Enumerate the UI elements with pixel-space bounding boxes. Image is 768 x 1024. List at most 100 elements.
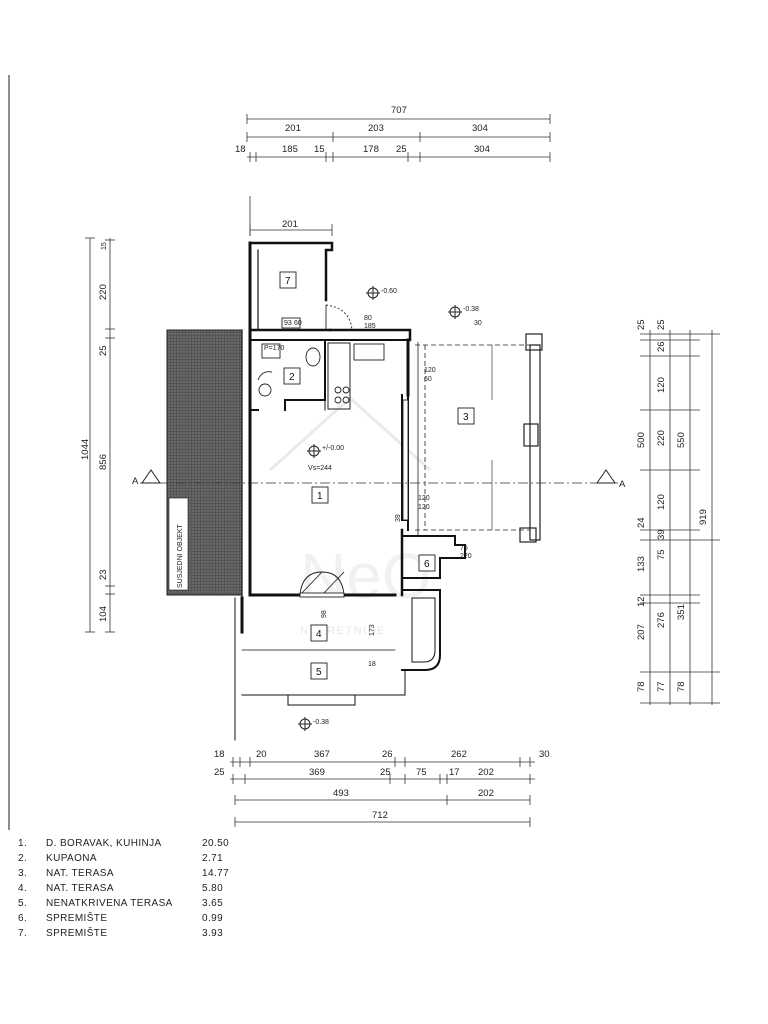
window2-h: 120: [418, 504, 430, 511]
section-label-right: A: [619, 479, 626, 490]
legend-number: 6.: [18, 913, 28, 924]
dim-bottom-367: 367: [314, 749, 330, 760]
dim-right-120a: 120: [656, 377, 667, 393]
dim-bottom-17: 17: [449, 767, 460, 778]
dim-right-25a: 25: [636, 319, 647, 330]
dim-bottom-30: 30: [539, 749, 550, 760]
terrace-3-pergola: [415, 333, 543, 543]
dim-bottom-262: 262: [451, 749, 467, 760]
legend-name: SPREMIŠTE: [46, 928, 108, 939]
dim-top-25: 25: [396, 144, 407, 155]
level-bottom: -0.38: [313, 719, 329, 726]
dim-top-15: 15: [314, 144, 325, 155]
neighbor-label: SUSJEDNI OBJEKT: [177, 523, 184, 588]
dim-bottom-26: 26: [382, 749, 393, 760]
legend-row: 4. NAT. TERASA 5.80: [18, 881, 242, 896]
legend-name: SPREMIŠTE: [46, 913, 108, 924]
level-terrace: -0.38: [463, 306, 479, 313]
legend-number: 2.: [18, 853, 28, 864]
legend-row: 6. SPREMIŠTE 0.99: [18, 911, 242, 926]
legend-number: 3.: [18, 868, 28, 879]
window1-w: 120: [424, 367, 436, 374]
legend-area: 5.80: [202, 883, 224, 894]
dim-top-total: 707: [391, 105, 407, 116]
level-entry: -0.60: [381, 288, 397, 295]
dim-top-203: 203: [368, 123, 384, 134]
dim-right-77: 77: [656, 681, 667, 692]
tiny-18: 18: [368, 661, 376, 668]
legend-row: 5. NENATKRIVENA TERASA 3.65: [18, 896, 242, 911]
section-label-left: A: [132, 476, 139, 487]
tiny-30: 30: [474, 320, 482, 327]
dim-bottom-20: 20: [256, 749, 267, 760]
dim-bottom-493: 493: [333, 788, 349, 799]
walls: [234, 241, 466, 741]
dim-top-185: 185: [282, 144, 298, 155]
door6-h: 220: [460, 553, 472, 560]
dim-right-78a: 78: [636, 681, 647, 692]
legend-area: 2.71: [202, 853, 224, 864]
room-3: 3: [463, 412, 469, 423]
room-boxes: [279, 271, 475, 680]
watermark-letters: NeO: [300, 540, 432, 612]
room-1: 1: [317, 491, 323, 502]
dim-bottom-369: 369: [309, 767, 325, 778]
legend-name: NAT. TERASA: [46, 868, 114, 879]
dim-top-178: 178: [363, 144, 379, 155]
dim-right-550: 550: [676, 432, 687, 448]
legend-name: NENATKRIVENA TERASA: [46, 898, 173, 909]
dim-201-upper: 201: [282, 219, 298, 230]
legend-row: 2. KUPAONA 2.71: [18, 851, 242, 866]
door6-w: 75: [460, 545, 468, 552]
right-dimensions: [640, 330, 720, 705]
dim-bottom-202b: 202: [478, 788, 494, 799]
legend-area: 3.65: [202, 898, 224, 909]
dim-right-78b: 78: [676, 681, 687, 692]
dim-right-220: 220: [656, 430, 667, 446]
dim-right-26: 26: [656, 341, 667, 352]
dim-right-919: 919: [698, 509, 709, 525]
dim-right-75: 75: [656, 549, 667, 560]
tiny-173: 173: [369, 624, 376, 636]
dim-right-12: 12: [636, 596, 647, 607]
dim-top-201: 201: [285, 123, 301, 134]
dim-right-24: 24: [636, 517, 647, 528]
dim-left-23: 23: [98, 569, 109, 580]
dim-right-25b: 25: [656, 319, 667, 330]
legend-number: 4.: [18, 883, 28, 894]
legend-row: 1. D. BORAVAK, KUHINJA 20.50: [18, 836, 242, 851]
dim-left-104: 104: [98, 606, 109, 622]
p-label: P=170: [264, 345, 285, 352]
dim-right-133: 133: [636, 556, 647, 572]
room-4: 4: [316, 629, 322, 640]
legend-number: 1.: [18, 838, 28, 849]
dim-top-304a: 304: [472, 123, 488, 134]
dim-left-total: 1044: [80, 439, 91, 460]
dim-bottom-75: 75: [416, 767, 427, 778]
dim-right-276: 276: [656, 612, 667, 628]
dim-right-39: 39: [656, 529, 667, 540]
section-line: [140, 469, 620, 484]
left-dimensions: [85, 237, 115, 633]
dim-top-304b: 304: [474, 144, 490, 155]
room-5: 5: [316, 667, 322, 678]
top-dimensions: [246, 114, 551, 236]
dim-bottom-202a: 202: [478, 767, 494, 778]
dim-left-220: 220: [98, 284, 109, 300]
level-markers: [298, 286, 462, 731]
tiny-98: 98: [321, 610, 328, 618]
floor-plan: NeO NEKRETNINE 707 201 203 304 18 185 15…: [8, 75, 720, 830]
dim-bottom-25a: 25: [214, 767, 225, 778]
dim-bottom-25b: 25: [380, 767, 391, 778]
level-floor: +/-0.00: [322, 445, 344, 452]
room-legend: 1. D. BORAVAK, KUHINJA 20.50 2. KUPAONA …: [18, 836, 242, 941]
legend-area: 3.93: [202, 928, 224, 939]
room-2: 2: [289, 372, 295, 383]
tiny-60: 60: [294, 320, 302, 327]
legend-area: 14.77: [202, 868, 230, 879]
tiny-39: 39: [395, 514, 402, 522]
dim-right-120b: 120: [656, 494, 667, 510]
dim-top-18: 18: [235, 144, 246, 155]
legend-row: 3. NAT. TERASA 14.77: [18, 866, 242, 881]
legend-row: 7. SPREMIŠTE 3.93: [18, 926, 242, 941]
